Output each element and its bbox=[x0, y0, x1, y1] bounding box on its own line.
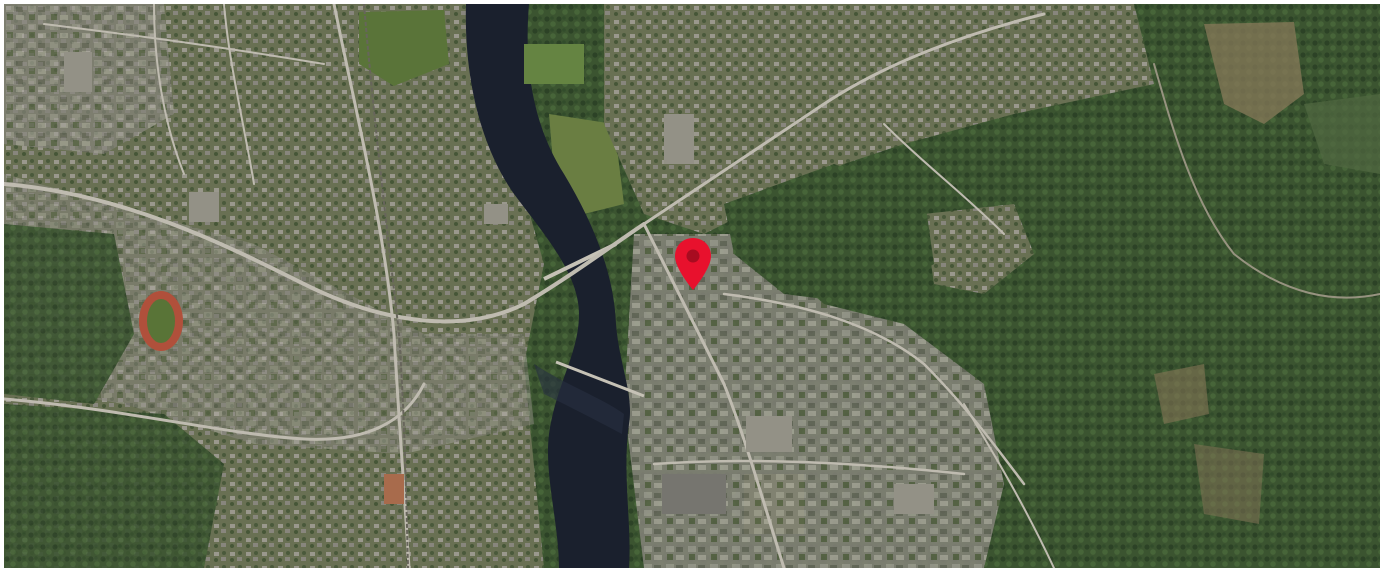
satellite-map[interactable] bbox=[4, 4, 1380, 568]
location-marker[interactable] bbox=[672, 236, 714, 292]
map-pin-icon bbox=[675, 238, 711, 290]
